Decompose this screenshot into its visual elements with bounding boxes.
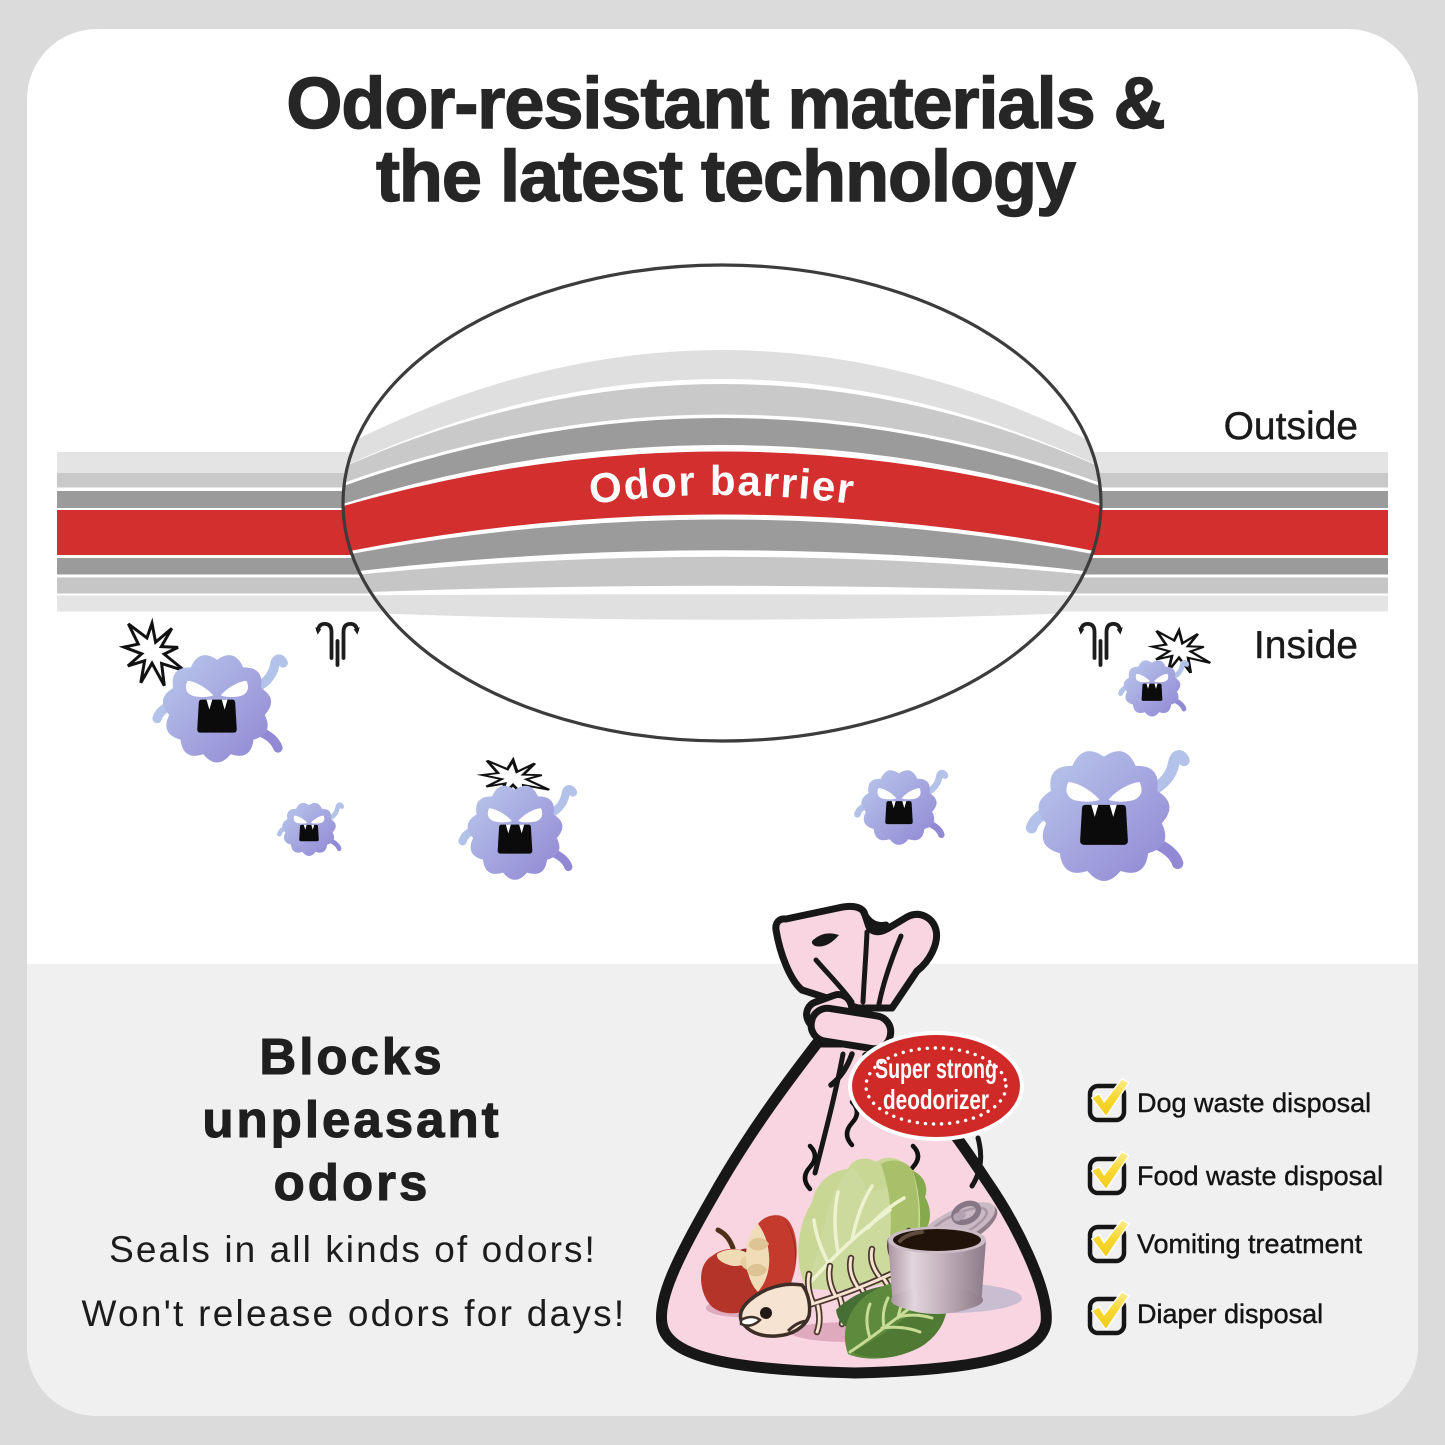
svg-text:Odor barrier: Odor barrier — [586, 457, 858, 513]
svg-text:Super strong: Super strong — [875, 1053, 997, 1084]
svg-text:deodorizer: deodorizer — [883, 1084, 989, 1115]
